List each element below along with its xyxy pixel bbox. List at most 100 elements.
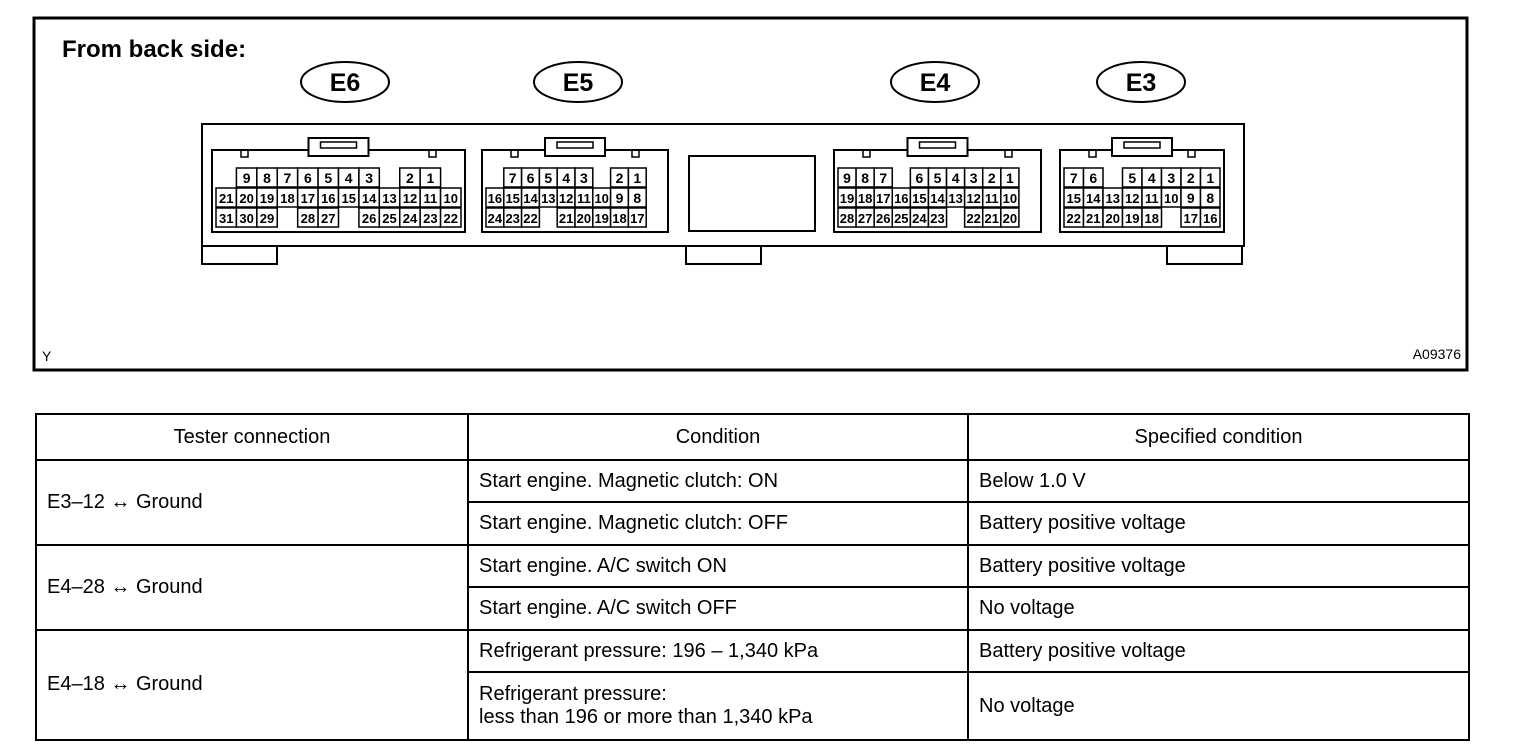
terminal-number: 16 [1203,211,1217,226]
terminal-number: 18 [280,191,294,206]
connector-latch-slot [1123,141,1161,149]
terminal-number: 14 [362,191,377,206]
terminal-number: 15 [912,191,926,206]
terminal-number: 20 [1106,211,1120,226]
table-header-row: Tester connection Condition Specified co… [35,413,1470,461]
terminal-number: 4 [345,170,353,186]
terminal-number: 11 [424,191,438,206]
diagram-title: From back side: [62,36,246,63]
terminal-number: 3 [580,170,588,186]
terminal-cell [1199,187,1221,208]
terminal-number: 19 [1125,211,1139,226]
terminal-cell [1082,167,1104,188]
condition-cell: Start engine. Magnetic clutch: ON [467,458,969,504]
terminal-number: 3 [1167,170,1175,186]
spec-cell: No voltage [967,586,1470,631]
terminal-cell [1000,207,1020,228]
terminal-number: 27 [858,211,872,226]
terminal-number: 30 [239,211,253,226]
terminal-number: 9 [616,190,624,206]
spec-cell: Battery positive voltage [967,628,1470,674]
terminal-number: 17 [1184,211,1198,226]
terminal-number: 2 [406,170,414,186]
table-row: E3–12 ↔ Ground Start engine. Magnetic cl… [35,458,1470,546]
terminal-number: 2 [616,170,624,186]
terminal-number: 17 [876,191,890,206]
spec-cell: Battery positive voltage [967,543,1470,589]
terminal-cell [627,207,647,228]
terminal-number: 18 [612,211,626,226]
terminal-number: 13 [1106,191,1120,206]
spec-table: Tester connection Condition Specified co… [35,413,1470,742]
terminal-number: 5 [544,170,552,186]
terminal-number: 4 [1148,170,1156,186]
terminal-cell [1199,207,1221,228]
terminal-number: 15 [341,191,355,206]
terminal-number: 11 [985,191,999,206]
connector-key [631,149,640,158]
connector-key [428,149,437,158]
connector-latch [307,137,370,157]
spec-cell: No voltage [967,671,1470,741]
terminal-number: 14 [1086,191,1101,206]
condition-cell: Refrigerant pressure: less than 196 or m… [467,671,969,741]
terminal-cell [1000,167,1020,188]
terminal-number: 10 [444,191,458,206]
terminal-cell [627,167,647,188]
terminal-number: 7 [509,170,517,186]
connector-latch-slot [556,141,594,149]
terminal-number: 26 [362,211,376,226]
terminal-cell [1141,207,1163,228]
terminal-number: 21 [1086,211,1100,226]
terminal-number: 10 [1003,191,1017,206]
connector-key [1004,149,1013,158]
connector-label: E3 [1126,69,1157,97]
terminal-number: 22 [966,211,980,226]
terminal-number: 24 [912,211,927,226]
table-row: Refrigerant pressure: less than 196 or m… [36,671,1470,741]
terminal-number: 20 [1003,211,1017,226]
terminal-number: 5 [1128,170,1136,186]
terminal-number: 31 [219,211,233,226]
terminal-number: 3 [365,170,373,186]
terminal-number: 23 [423,211,437,226]
connector-latch [1111,137,1173,157]
terminal-number: 10 [594,191,608,206]
spec-cell: Battery positive voltage [967,501,1470,546]
terminal-number: 25 [894,211,908,226]
terminal-number: 7 [1070,170,1078,186]
terminal-number: 24 [403,211,418,226]
connector-key [862,149,871,158]
condition-line-1: Refrigerant pressure: [479,683,667,706]
terminal-number: 1 [426,170,434,186]
terminal-number: 11 [577,191,591,206]
tester-connection-cell: E4–18 ↔ Ground [35,628,469,742]
connector-key [510,149,519,158]
terminal-number: 24 [488,211,503,226]
condition-cell: Start engine. Magnetic clutch: OFF [467,501,969,546]
terminal-cell [574,167,594,188]
terminal-number: 27 [321,211,335,226]
terminal-number: 1 [1206,170,1214,186]
terminal-cell [256,207,279,228]
condition-cell: Start engine. A/C switch ON [467,543,969,589]
connector-label: E5 [563,69,594,97]
corner-code-left: Y [42,348,52,364]
terminal-number: 8 [263,170,271,186]
terminal-number: 5 [934,170,942,186]
terminal-number: 22 [523,211,537,226]
terminal-number: 21 [985,211,999,226]
terminal-number: 20 [577,211,591,226]
terminal-number: 9 [843,170,851,186]
terminal-number: 7 [284,170,292,186]
connector-label-oval [1096,61,1186,103]
spec-cell: Below 1.0 V [967,458,1470,504]
terminal-number: 19 [840,191,854,206]
header-specified-condition: Specified condition [967,413,1470,461]
terminal-number: 4 [952,170,960,186]
mount-tab-right [1166,245,1243,265]
connector-latch-slot [319,141,358,149]
